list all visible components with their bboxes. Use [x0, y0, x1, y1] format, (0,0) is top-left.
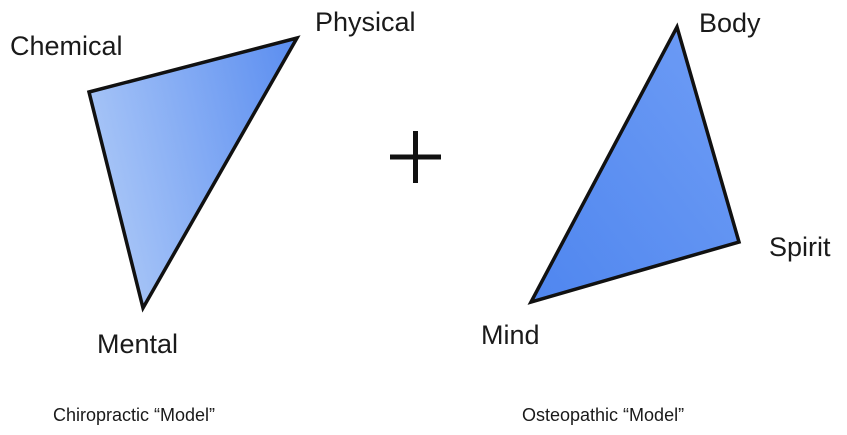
- osteopathic-caption: Osteopathic “Model”: [522, 405, 684, 425]
- osteopathic-model: Body Spirit Mind Osteopathic “Model”: [481, 8, 831, 425]
- osteopathic-triangle: [527, 22, 742, 305]
- chiropractic-model: Chemical Physical Mental Chiropractic “M…: [10, 7, 416, 425]
- vertex-label-mental: Mental: [97, 329, 178, 359]
- vertex-label-body: Body: [699, 8, 761, 38]
- vertex-label-chemical: Chemical: [10, 31, 123, 61]
- chiropractic-caption: Chiropractic “Model”: [53, 405, 215, 425]
- vertex-label-physical: Physical: [315, 7, 416, 37]
- vertex-label-mind: Mind: [481, 320, 540, 350]
- vertex-label-spirit: Spirit: [769, 232, 831, 262]
- plus-icon: [390, 131, 441, 183]
- chiropractic-triangle: [86, 35, 301, 313]
